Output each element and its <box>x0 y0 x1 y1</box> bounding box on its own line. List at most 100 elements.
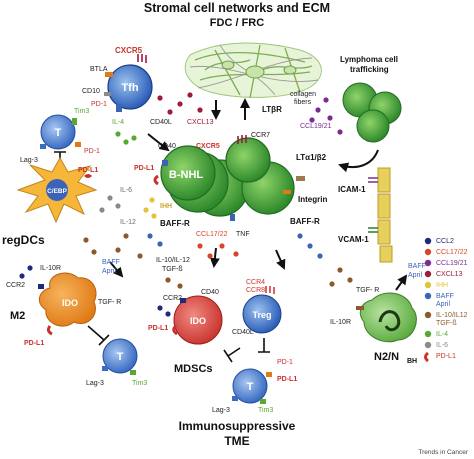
ccr2-left-label: CCR2 <box>6 282 25 289</box>
lag3-left-label: Lag-3 <box>86 380 104 387</box>
cytokine-dot <box>337 129 343 135</box>
ido-mdsc-label: IDO <box>190 316 206 326</box>
cytokine-dot <box>99 207 105 213</box>
legend-label: IL-4 <box>436 331 448 338</box>
legend-dot <box>424 341 432 349</box>
cytokine-dot <box>157 95 163 101</box>
legend-dot <box>424 311 432 319</box>
legend-dot <box>424 330 432 338</box>
t-cell-lower-left: T <box>102 338 138 375</box>
arrow-right-baff <box>395 274 408 291</box>
cytokine-dot <box>165 311 171 317</box>
pdl1-mdsc-label: PD-L1 <box>148 325 168 332</box>
journal-label: Trends in Cancer <box>418 449 468 456</box>
legend-item: IHH <box>424 281 448 289</box>
ccr8-label: CCR8 <box>246 287 265 294</box>
cytokine-dot <box>115 247 121 253</box>
t-cell-upper: T <box>40 114 81 150</box>
pdl1-m2-label: PD-L1 <box>24 340 44 347</box>
cytokine-dot <box>219 243 225 249</box>
legend-label: CCL19/21 <box>436 260 468 267</box>
lag3-bottom-label: Lag-3 <box>212 407 230 414</box>
legend-receptor-icon <box>424 351 430 363</box>
tgfr-left-label: TGF- R <box>98 299 121 306</box>
n2-label: N2/N <box>374 351 399 363</box>
cytokine-dot <box>233 251 239 257</box>
legend-item: PD-L1 <box>424 351 456 363</box>
pd1-top-label: PD-1 <box>84 148 100 155</box>
t-lower-left-label: T <box>117 351 124 363</box>
ccl1921-label: CCL19/21 <box>300 123 332 130</box>
legend-label: CCL2 <box>436 238 454 245</box>
t-lower-mid-label: T <box>247 381 254 393</box>
ihh-label: IHH <box>160 203 172 210</box>
bnhl-cluster: B-NHL <box>153 135 305 221</box>
tim3-left-label: Tim3 <box>132 380 147 387</box>
legend-label: IL-10/IL12 <box>436 312 468 319</box>
m2-label: M2 <box>10 310 25 322</box>
cytokine-dot <box>149 197 155 203</box>
cytokine-dot <box>347 277 353 283</box>
cd40l-label: CD40L <box>150 119 172 126</box>
cytokine-dot <box>315 107 321 113</box>
il10-mid-label-1: IL-10/IL-12 <box>156 257 190 264</box>
lag3-top-label: Lag-3 <box>20 157 38 164</box>
integrin-label: Integrin <box>298 195 327 204</box>
cytokine-dot <box>187 92 193 98</box>
arrow-m2-baff <box>109 261 124 278</box>
legend-item: CXCL13 <box>424 270 463 278</box>
tfh-label: Tfh <box>121 82 138 94</box>
legend-label: BAFF <box>436 293 454 300</box>
cytokine-dot <box>137 253 143 259</box>
cytokine-dot <box>329 281 335 287</box>
ccr2-mid-label: CCR2 <box>163 295 182 302</box>
lta-label: LTα1/β2 <box>296 153 327 162</box>
baffr-right-label: BAFF-R <box>290 217 320 226</box>
cytokine-dot <box>307 243 313 249</box>
cytokine-dots <box>19 92 353 317</box>
il4-label: IL-4 <box>112 119 124 126</box>
cytokine-dot <box>123 233 129 239</box>
collagen-label-1: collagen <box>290 91 316 98</box>
legend-dot <box>424 292 432 300</box>
tnf-label: TNF <box>236 231 250 238</box>
cytokine-dot <box>197 107 203 113</box>
cytokine-dot <box>143 207 149 213</box>
cytokine-dot <box>167 109 173 115</box>
cd40-mid-label: CD40 <box>201 289 219 296</box>
ltbr-label: LTβR <box>262 105 282 114</box>
legend-dot <box>424 270 432 278</box>
icam-label: ICAM-1 <box>338 185 366 194</box>
endothelium <box>368 167 393 263</box>
mdsc-cell: IDO <box>172 295 223 345</box>
n2-sub-label: BH <box>407 358 417 365</box>
stromal-network <box>184 42 322 99</box>
ccr7-label: CCR7 <box>251 132 270 139</box>
ccl1722-label: CCL17/22 <box>196 231 228 238</box>
inhibit-treg-t <box>223 338 270 363</box>
cytokine-dot <box>157 241 163 247</box>
legend-label: April <box>436 301 450 308</box>
cytokine-dot <box>165 277 171 283</box>
t-upper-label: T <box>55 127 62 139</box>
cytokine-dot <box>317 253 323 259</box>
il12-label: IL-12 <box>120 219 136 226</box>
cytokine-dot <box>177 101 183 107</box>
n2-cell <box>356 292 417 343</box>
legend-item: CCL2 <box>424 237 454 245</box>
cytokine-dot <box>309 117 315 123</box>
trafficking-cells <box>342 82 402 143</box>
arrow-n2 <box>275 249 286 270</box>
legend-item: CCL19/21 <box>424 259 468 267</box>
legend-label: IL-6 <box>436 342 448 349</box>
legend-label: CXCL13 <box>436 271 463 278</box>
pdl1-bottom-label: PD-L1 <box>277 376 297 383</box>
vcam-label: VCAM-1 <box>338 235 369 244</box>
legend-label: CCL17/22 <box>436 249 468 256</box>
subtitle: FDC / FRC <box>210 17 264 29</box>
bnhl-label: B-NHL <box>169 169 203 181</box>
collagen-label-2: fibers <box>294 99 312 106</box>
